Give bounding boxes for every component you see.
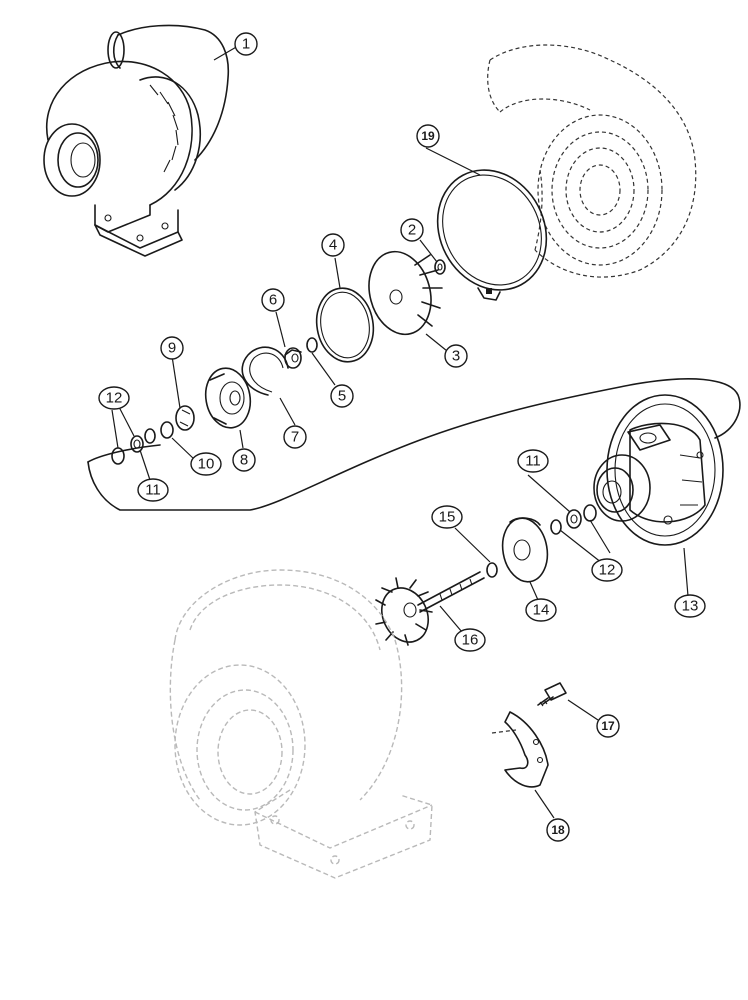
callout-13-text: 13	[682, 598, 699, 615]
callout-4: 4	[321, 233, 345, 257]
callout-9: 9	[160, 336, 184, 360]
seal-plate-8	[204, 367, 252, 429]
clamp-plate-18	[491, 711, 549, 788]
callout-1-text: 1	[242, 36, 250, 53]
callout-6-text: 6	[269, 292, 277, 309]
callout-8-text: 8	[240, 452, 248, 469]
seal-ring-4	[315, 287, 375, 363]
callout-4-text: 4	[329, 237, 337, 254]
callout-7-text: 7	[291, 429, 299, 446]
callout-19: 19	[416, 124, 440, 148]
callout-10-text: 10	[198, 456, 215, 473]
callout-14-text: 14	[533, 602, 550, 619]
callout-19-text: 19	[421, 129, 435, 143]
heat-shield-14	[501, 517, 549, 583]
piston-ring-15	[486, 562, 498, 578]
callout-6: 6	[261, 288, 285, 312]
callout-17: 17	[596, 714, 620, 738]
callout-12-left: 12	[98, 386, 130, 410]
callout-18-text: 18	[551, 823, 565, 837]
callout-1: 1	[234, 32, 258, 56]
bolt-17	[537, 682, 567, 707]
bearing-group-left	[111, 428, 156, 465]
callout-5: 5	[330, 384, 354, 408]
callout-15: 15	[431, 505, 463, 529]
callout-17-text: 17	[601, 719, 615, 733]
turbocharger-assembly	[43, 24, 230, 257]
compressor-wheel-3	[368, 250, 443, 336]
o-ring-5	[306, 337, 318, 353]
thrust-bearing-10	[160, 421, 174, 439]
callout-16: 16	[454, 628, 486, 652]
snap-ring-19	[436, 169, 548, 301]
callout-8: 8	[232, 448, 256, 472]
callout-7: 7	[283, 425, 307, 449]
nut-2	[434, 259, 446, 275]
callout-12-left-text: 12	[106, 390, 123, 407]
callout-14: 14	[525, 598, 557, 622]
callout-15-text: 15	[439, 509, 456, 526]
callout-3-text: 3	[452, 348, 460, 365]
center-housing-13	[593, 394, 724, 546]
turbine-wheel-shaft-16	[375, 571, 485, 646]
compressor-housing-ghost	[487, 44, 697, 278]
callout-5-text: 5	[338, 388, 346, 405]
callout-3: 3	[444, 344, 468, 368]
callout-11-left-text: 11	[145, 482, 161, 499]
callout-11-left: 11	[137, 478, 169, 502]
callout-10: 10	[190, 452, 222, 476]
thrust-collar-9	[175, 405, 195, 431]
leader-lines	[111, 45, 689, 819]
callout-9-text: 9	[168, 340, 176, 357]
center-housing-group-outline	[87, 378, 741, 511]
callout-2-text: 2	[408, 222, 416, 239]
callout-13: 13	[674, 594, 706, 618]
callout-11-right: 11	[517, 449, 549, 473]
turbine-housing-ghost	[169, 569, 433, 879]
callout-11-right-text: 11	[525, 453, 541, 470]
bearing-group-right	[550, 504, 597, 535]
callout-2: 2	[400, 218, 424, 242]
callout-18: 18	[546, 818, 570, 842]
callout-12-right-text: 12	[599, 562, 616, 579]
snap-ring-7	[241, 346, 289, 396]
callout-16-text: 16	[462, 632, 479, 649]
callout-12-right: 12	[591, 558, 623, 582]
